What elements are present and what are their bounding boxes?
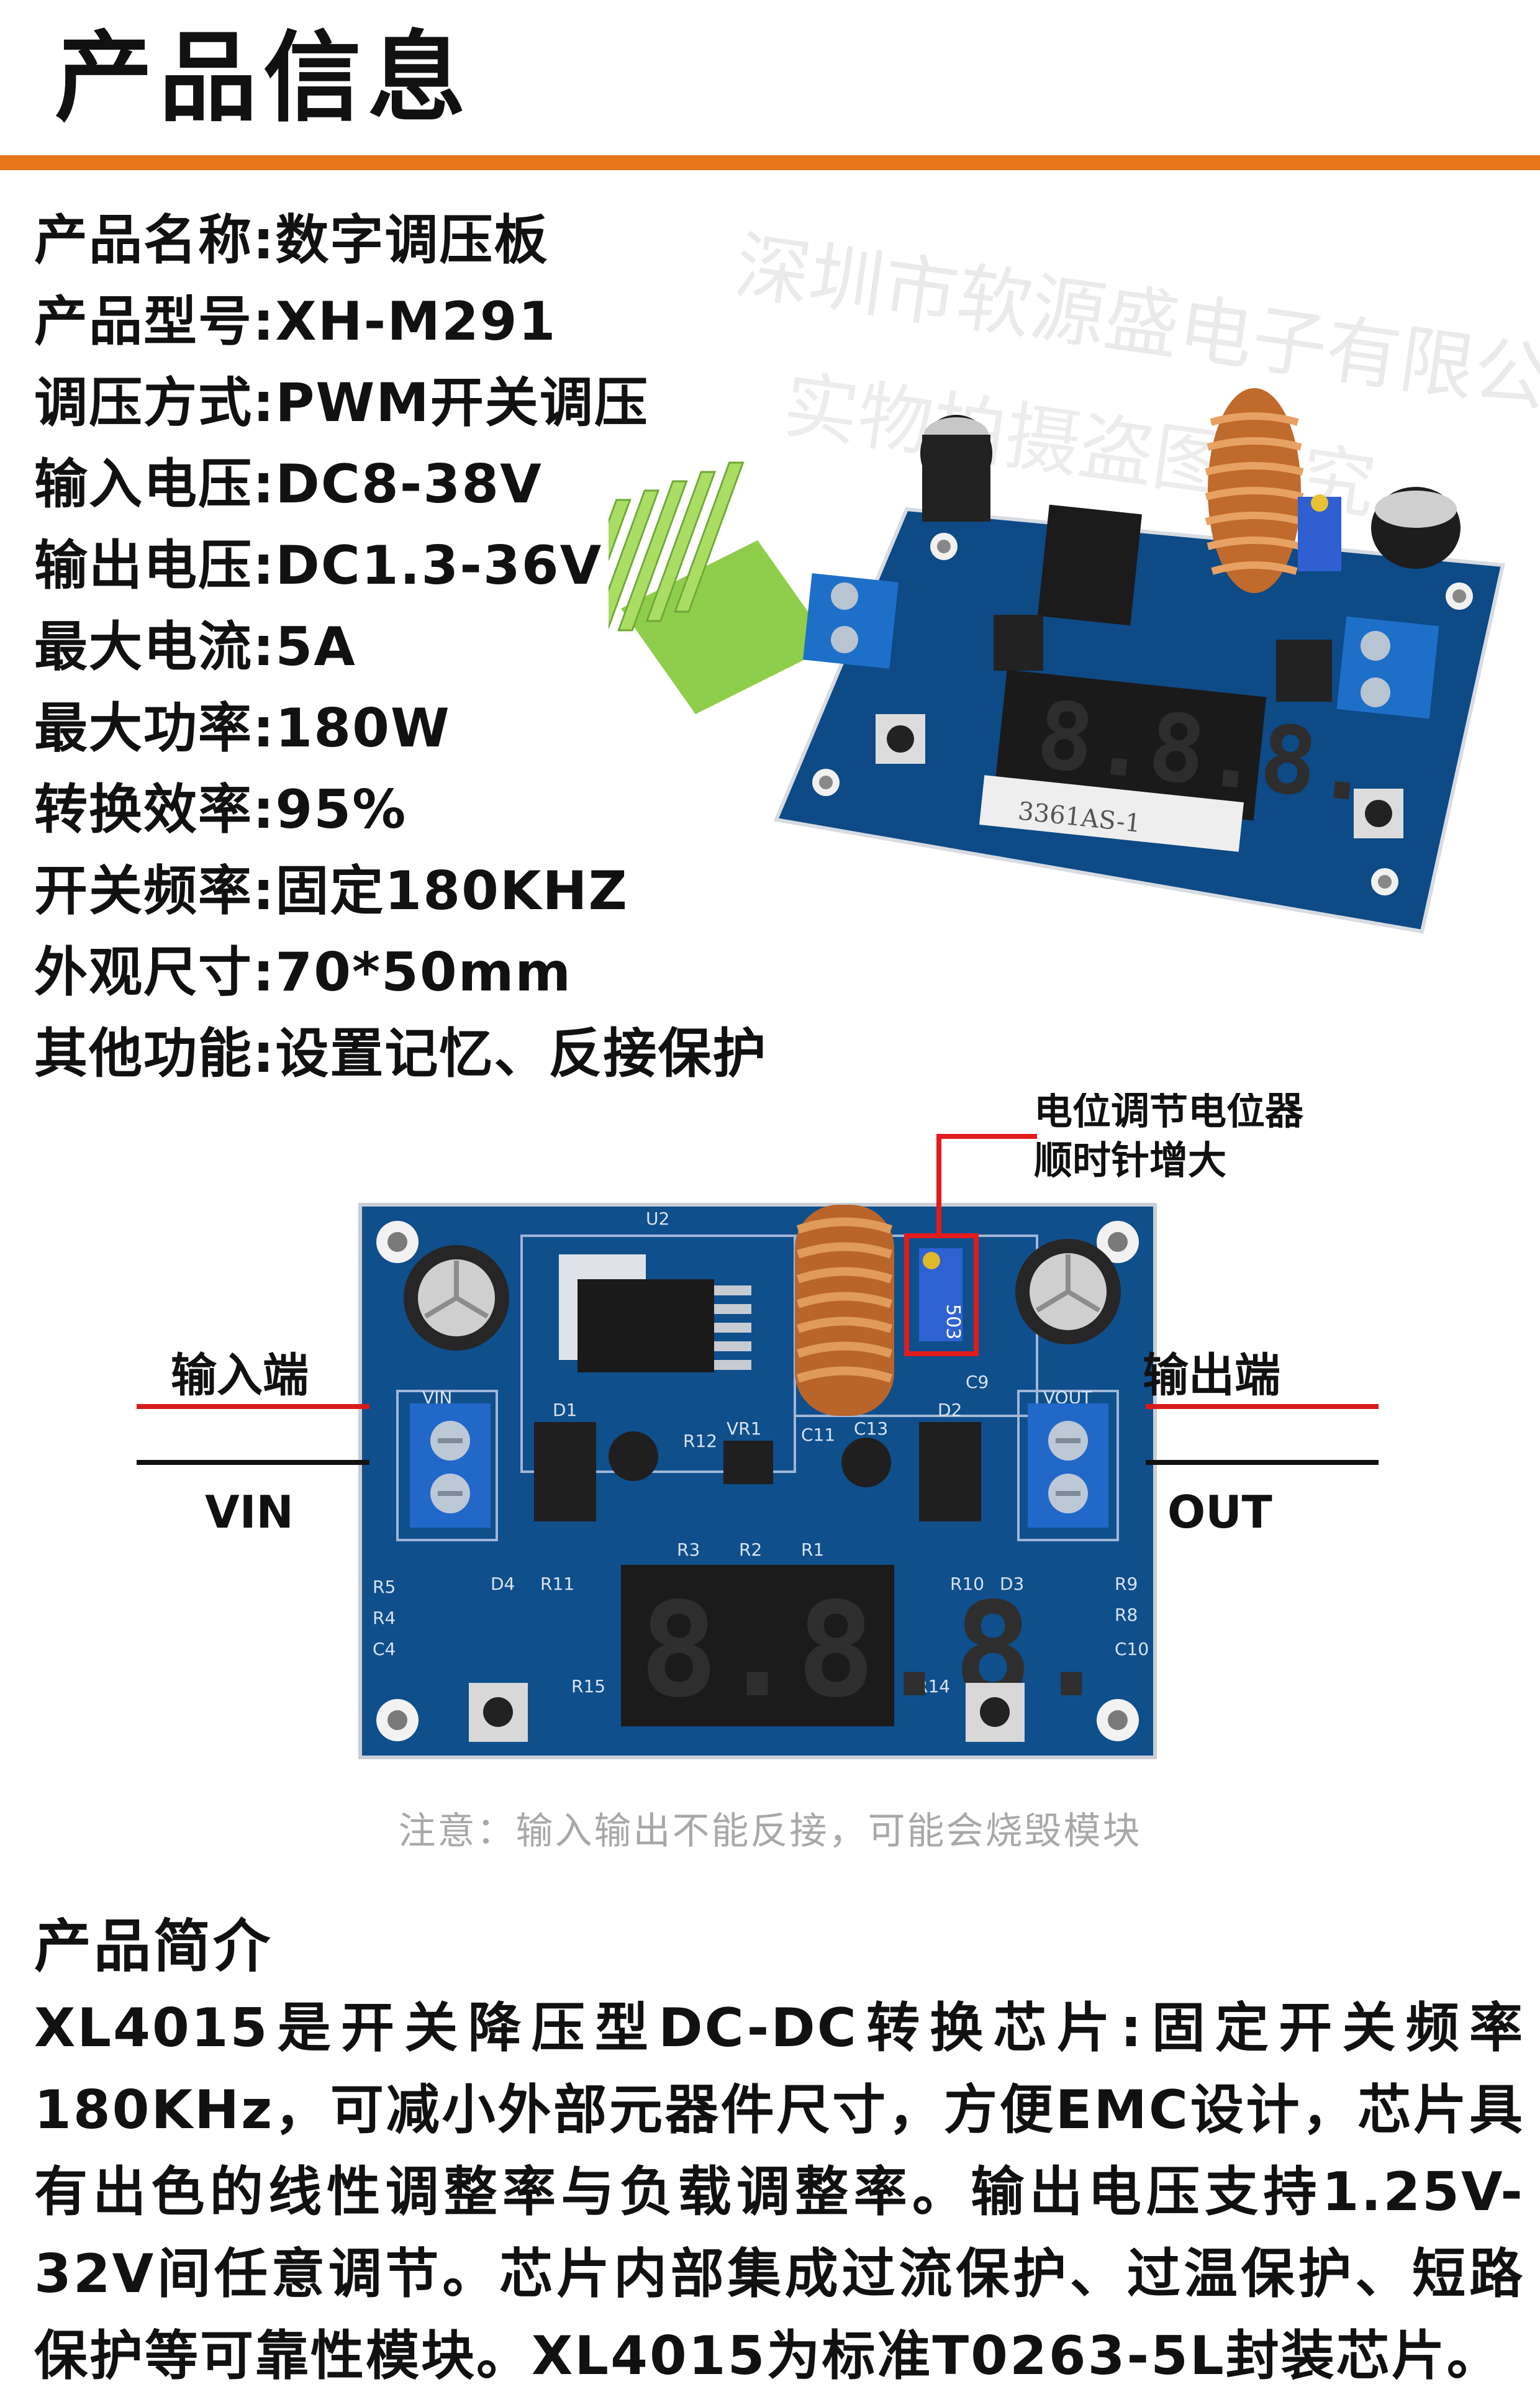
diode-d1 [534,1422,596,1521]
silk-r2: R2 [739,1539,762,1560]
seven-segment-display: 8.8.8. [621,1565,1111,1726]
button-right [966,1683,1025,1742]
silk-r11: R11 [540,1574,574,1594]
spec-efficiency: 转换效率:95% [34,779,407,841]
spec-model: 产品型号:XH-M291 [34,291,557,353]
warning-note: 注意：输入输出不能反接，可能会烧毁模块 [398,1810,1142,1853]
input-capacitor [404,1245,509,1351]
spec-product-name: 产品名称:数字调压板 [34,209,549,271]
silk-r8: R8 [1115,1605,1138,1625]
spec-other-features: 其他功能:设置记忆、反接保护 [34,1023,768,1085]
input-en-label: VIN [205,1486,294,1538]
regulator-vr1 [723,1441,773,1484]
pcb-board-photo: 8.8.8. 3361AS-1 [773,388,1505,934]
output-label: 输出端 [1143,1349,1280,1402]
button-left [469,1683,528,1742]
silk-r3: R3 [677,1539,700,1560]
wiring-diagram: U2 D1 D2 VIN VOUT R12 VR1 C11 C13 C9 R3 … [137,1093,1379,1759]
silk-r10: R10 [950,1574,984,1594]
spec-regulation-mode: 调压方式:PWM开关调压 [34,372,649,434]
pot-label-line2: 顺时针增大 [1034,1138,1226,1183]
silk-u2: U2 [646,1208,669,1229]
silk-d1: D1 [553,1400,577,1420]
inductor [795,1205,894,1416]
intro-heading: 产品简介 [34,1913,273,1980]
spec-list: 产品名称:数字调压板 产品型号:XH-M291 调压方式:PWM开关调压 输入电… [34,200,966,1095]
silk-vr1: VR1 [727,1418,761,1439]
spec-output-voltage: 输出电压:DC1.3-36V [34,535,603,597]
input-label: 输入端 [171,1349,309,1402]
diagram-display-text: 8.8.8. [640,1574,1111,1726]
capacitor-small-2 [841,1438,891,1487]
page-title: 产品信息 [55,21,472,135]
silk-r9: R9 [1115,1574,1138,1594]
header-divider [0,155,1540,170]
silk-r12: R12 [683,1431,717,1451]
silk-r5: R5 [373,1577,396,1597]
intro-body: XL4015是开关降压型DC-DC转换芯片:固定开关频率180KHz，可减小外部… [34,1997,1524,2387]
output-terminal [1028,1403,1108,1528]
output-capacitor [1015,1239,1121,1344]
pot-label-line1: 电位调节电位器 [1034,1093,1304,1133]
product-photo: 8.8.8. 3361AS-1 [609,388,1505,934]
spec-input-voltage: 输入电压:DC8-38V [34,453,543,515]
silk-c11: C11 [801,1425,835,1445]
diode-d2 [919,1422,981,1521]
output-en-label: OUT [1167,1486,1272,1538]
pot-code: 503 [942,1304,964,1339]
silk-r4: R4 [373,1608,396,1628]
seven-segment-display-photo: 8.8.8. 3361AS-1 [979,669,1378,852]
spec-max-current: 最大电流:5A [34,616,356,678]
silk-d3: D3 [1000,1574,1024,1594]
silk-r14: R14 [916,1676,950,1697]
silk-d4: D4 [491,1574,515,1594]
silk-c4: C4 [373,1639,396,1659]
silk-c13: C13 [854,1418,888,1439]
silk-r15: R15 [571,1676,605,1697]
silk-c9: C9 [966,1372,989,1392]
capacitor-small-1 [609,1431,658,1481]
silk-d2: D2 [938,1400,962,1420]
potentiometer: 503 [904,1233,979,1356]
spec-switching-frequency: 开关频率:固定180KHZ [34,860,628,922]
spec-max-power: 最大功率:180W [34,697,451,759]
input-terminal [410,1403,491,1528]
silk-c10: C10 [1115,1639,1149,1659]
spec-dimensions: 外观尺寸:70*50mm [34,941,572,1004]
pot-callout-line [936,1134,1037,1236]
heatsink-image [609,461,832,714]
silk-r1: R1 [801,1539,824,1560]
regulator-ic [559,1254,751,1372]
